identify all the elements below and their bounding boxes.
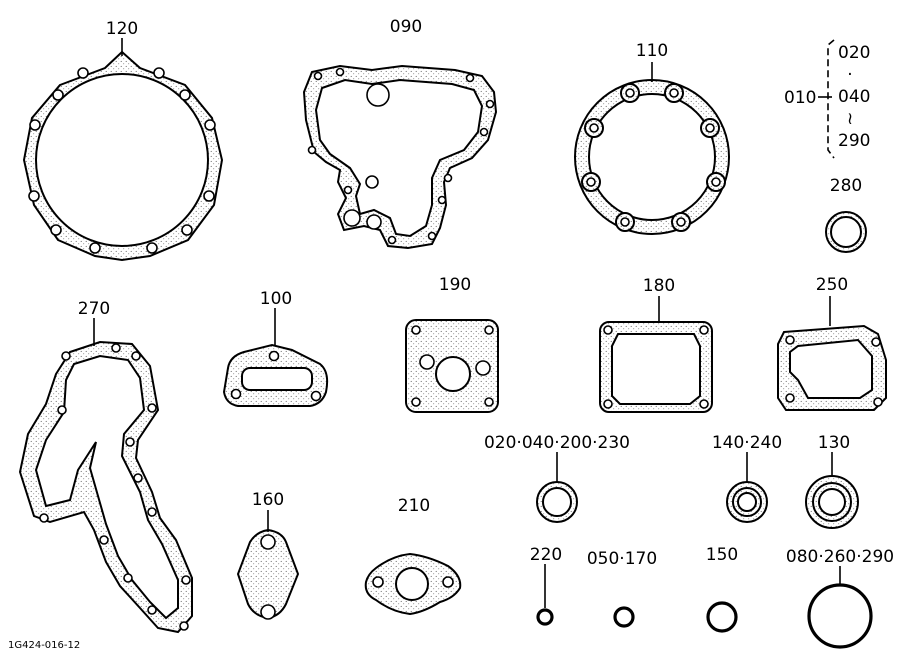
label-150: 150 <box>706 545 738 565</box>
label-group-020: 020 <box>838 43 870 63</box>
part-210-gasket <box>364 552 462 616</box>
figure-reference-code: 1G424-016-12 <box>8 640 80 651</box>
part-110-bore <box>588 93 716 221</box>
part-090-bolt-holes <box>307 67 495 245</box>
part-090-gasket <box>302 64 498 250</box>
part-190-gasket <box>405 319 499 413</box>
part-090-boss <box>366 83 390 107</box>
part-100-gasket <box>222 343 329 407</box>
label-250: 250 <box>816 275 848 295</box>
part-140-240-seal <box>726 481 768 523</box>
label-100: 100 <box>260 289 292 309</box>
label-270: 270 <box>78 299 110 319</box>
part-090-opening <box>314 78 484 238</box>
label-110: 110 <box>636 41 668 61</box>
part-250-gasket <box>777 324 887 411</box>
part-280-seal <box>825 211 867 253</box>
group-010-brace <box>827 39 835 159</box>
part-270-opening <box>34 354 179 620</box>
part-190-bore <box>435 356 471 392</box>
part-250-opening <box>789 338 873 399</box>
label-010: 010 <box>784 88 816 108</box>
part-210-bore <box>395 567 429 601</box>
label-160: 160 <box>252 490 284 510</box>
part-110-gasket <box>574 79 730 235</box>
part-100-opening <box>241 367 313 391</box>
label-group-tilde: ≀ <box>847 109 853 129</box>
label-050-170: 050·170 <box>587 549 657 569</box>
part-080-260-290-oring <box>807 583 873 649</box>
part-120-bore <box>35 73 209 247</box>
label-190: 190 <box>439 275 471 295</box>
label-group-dot: · <box>847 65 852 85</box>
part-150-oring <box>706 601 738 633</box>
label-080-260-290: 080·260·290 <box>786 547 894 567</box>
part-110-bolt-holes <box>581 83 726 232</box>
label-020-040-200-230: 020·040·200·230 <box>484 433 630 453</box>
label-220: 220 <box>530 545 562 565</box>
label-group-290: 290 <box>838 131 870 151</box>
group-010-bracket <box>818 39 835 159</box>
label-120: 120 <box>106 19 138 39</box>
part-120-gasket <box>22 50 224 262</box>
part-050-170-oring <box>613 606 635 628</box>
part-020-040-200-230-seal <box>536 481 578 523</box>
label-090: 090 <box>390 17 422 37</box>
part-120-bolt-holes <box>28 67 216 254</box>
part-160-gasket <box>236 528 300 620</box>
label-280: 280 <box>830 176 862 196</box>
label-group-040: 040 <box>838 87 870 107</box>
label-130: 130 <box>818 433 850 453</box>
part-180-opening <box>611 333 701 405</box>
part-180-gasket <box>599 321 713 413</box>
label-180: 180 <box>643 276 675 296</box>
label-140-240: 140·240 <box>712 433 782 453</box>
label-210: 210 <box>398 496 430 516</box>
part-130-seal <box>805 475 859 529</box>
part-270-bolt-holes <box>39 343 191 631</box>
part-270-gasket <box>18 340 193 634</box>
part-220-oring <box>536 608 554 626</box>
